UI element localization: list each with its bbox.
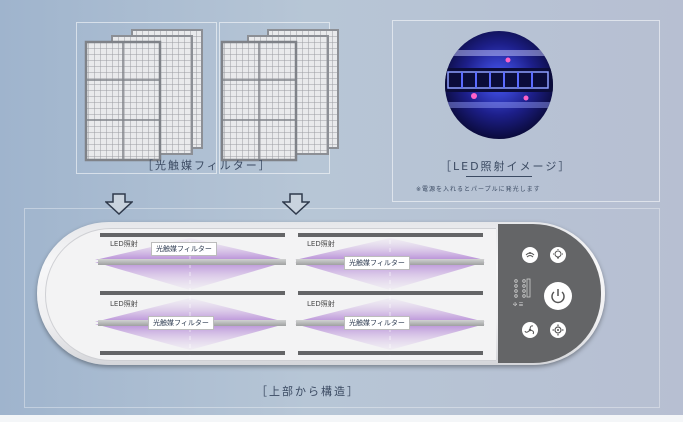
frame-bar [100,233,285,237]
led-label: LED照射 [307,300,335,308]
filter-label: 光触媒フィルター [344,316,410,330]
led-note: ※電源を入れるとパープルに発光します [416,186,541,193]
structure-caption: ［上部から構造］ [256,385,360,398]
filter-label: 光触媒フィルター [148,316,214,330]
led-circle-image [445,31,553,139]
indicator-lights: ✣ ☰ [513,278,531,308]
power-button[interactable] [544,282,572,310]
frame-bar [298,351,483,355]
filter-image-frame-left [76,22,217,174]
led-caption: ［LED照射イメージ］ [440,160,572,173]
led-caption-underline [466,176,532,177]
filter-caption: ［光触媒フィルター］ [142,159,272,172]
filter-label: 光触媒フィルター [151,242,217,256]
air-icon[interactable] [522,247,538,263]
fan-icon[interactable] [522,322,538,338]
frame-bar [100,291,285,295]
bottom-strip [0,415,683,422]
structure-frame [24,208,660,408]
uv-light-beams [95,232,485,356]
led-label: LED照射 [110,240,138,248]
led-label: LED照射 [307,240,335,248]
gear-icon[interactable] [550,322,566,338]
arrow-down-icon-left [105,193,133,215]
power-icon [551,289,565,304]
frame-bar [298,291,483,295]
svg-text:✣ ☰: ✣ ☰ [513,302,524,308]
led-image-frame [392,20,660,202]
filter-label: 光触媒フィルター [344,256,410,270]
light-bulb-icon[interactable] [550,247,566,263]
filter-illustration-left [84,29,203,162]
led-label: LED照射 [110,300,138,308]
filter-bar [98,259,286,265]
frame-bar [100,351,285,355]
filter-illustration-right [220,29,339,162]
arrow-down-icon-right [282,193,310,215]
frame-bar [298,233,483,237]
